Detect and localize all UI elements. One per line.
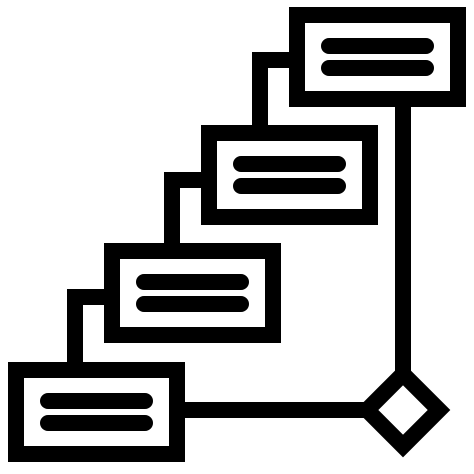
step-box-1 (8, 362, 185, 462)
step-box-4 (289, 7, 466, 107)
diamond-icon (355, 362, 451, 458)
step-box-2 (104, 243, 281, 343)
step-connector-3 (252, 52, 305, 141)
diagram-strokes (8, 7, 466, 462)
step-connector-1 (67, 289, 120, 378)
step-box-3 (201, 125, 378, 225)
step-connector-2 (164, 172, 217, 259)
